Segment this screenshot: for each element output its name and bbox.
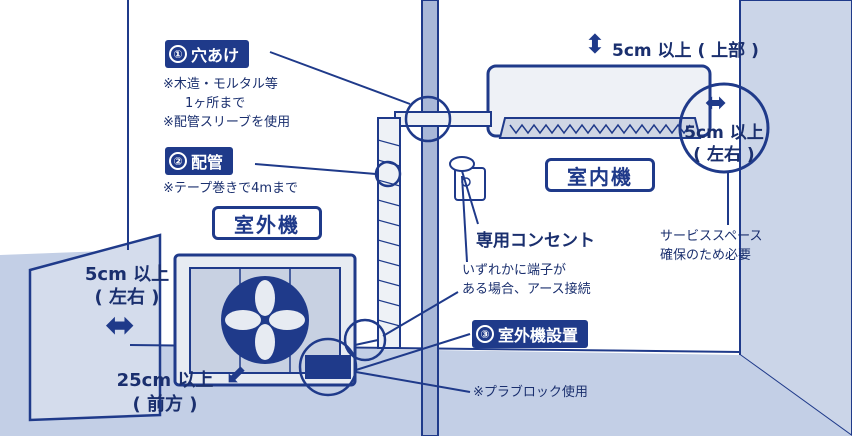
front-line1: 25cm 以上	[116, 370, 214, 391]
pipe-tape-wraps	[377, 139, 401, 327]
diagonal-arrow-icon: ⬋	[225, 360, 247, 390]
hole-circle	[404, 95, 452, 143]
step1-note-2: 1ヶ所まで	[185, 96, 246, 111]
pipe-vertical	[377, 117, 401, 349]
ground-note-2: ある場合、アース接続	[462, 282, 591, 297]
left-right-arrow-icon: ⬌	[705, 88, 727, 118]
floor	[0, 250, 852, 436]
step3-number: ③	[476, 325, 494, 343]
ground-circle	[343, 318, 387, 362]
plastic-block	[305, 355, 351, 379]
step2-title: 配管	[191, 153, 224, 172]
outdoor-unit-label: 室外機	[212, 206, 322, 240]
outlet-label: 専用コンセント	[476, 231, 595, 251]
step1-note-1: ※木造・モルタル等	[163, 77, 278, 92]
up-down-arrow-icon: ⬍	[584, 30, 606, 60]
step3-title: 室外機設置	[498, 326, 579, 345]
left-upper	[0, 0, 130, 250]
pipe-horizontal	[394, 111, 492, 127]
step3-pill: ③ 室外機設置	[472, 320, 589, 348]
left-right-arrow-icon-outdoor: ⬌	[105, 305, 136, 346]
fan-blades	[225, 280, 305, 360]
wall-pillar	[421, 0, 439, 436]
step3-note: ※プラブロック使用	[473, 385, 588, 400]
service-line1: サービススペース	[660, 229, 763, 244]
outdoor-fan	[221, 276, 309, 364]
step1-title: 穴あけ	[191, 46, 240, 65]
step1-pill: ① 穴あけ	[165, 40, 250, 68]
service-line2: 確保のため必要	[660, 248, 752, 263]
leader-lines	[254, 51, 729, 393]
step1-number: ①	[169, 45, 187, 63]
step2-pill: ② 配管	[165, 147, 234, 175]
outdoor-side-line1: 5cm 以上	[84, 264, 170, 285]
front-line2: ( 前方 )	[132, 394, 198, 415]
indoor-side-line2: ( 左右 )	[693, 145, 755, 165]
step2-note: ※テープ巻きで4mまで	[163, 181, 299, 196]
outdoor-side-line2: ( 左右 )	[94, 287, 160, 308]
step2-number: ②	[169, 152, 187, 170]
block-circle	[298, 337, 358, 397]
ground-note-1: いずれかに端子が	[462, 263, 567, 278]
step1-note-3: ※配管スリーブを使用	[163, 115, 291, 130]
indoor-unit-louver	[498, 117, 702, 139]
left-fence-wall	[28, 233, 162, 422]
outlet-cap	[449, 156, 475, 172]
indoor-unit-label: 室内機	[545, 158, 655, 192]
top-clearance-label: 5cm 以上 ( 上部 )	[612, 41, 759, 61]
indoor-side-circle	[678, 82, 770, 174]
louver-zigzag	[509, 123, 691, 135]
indoor-side-line1: 5cm 以上	[684, 123, 764, 143]
